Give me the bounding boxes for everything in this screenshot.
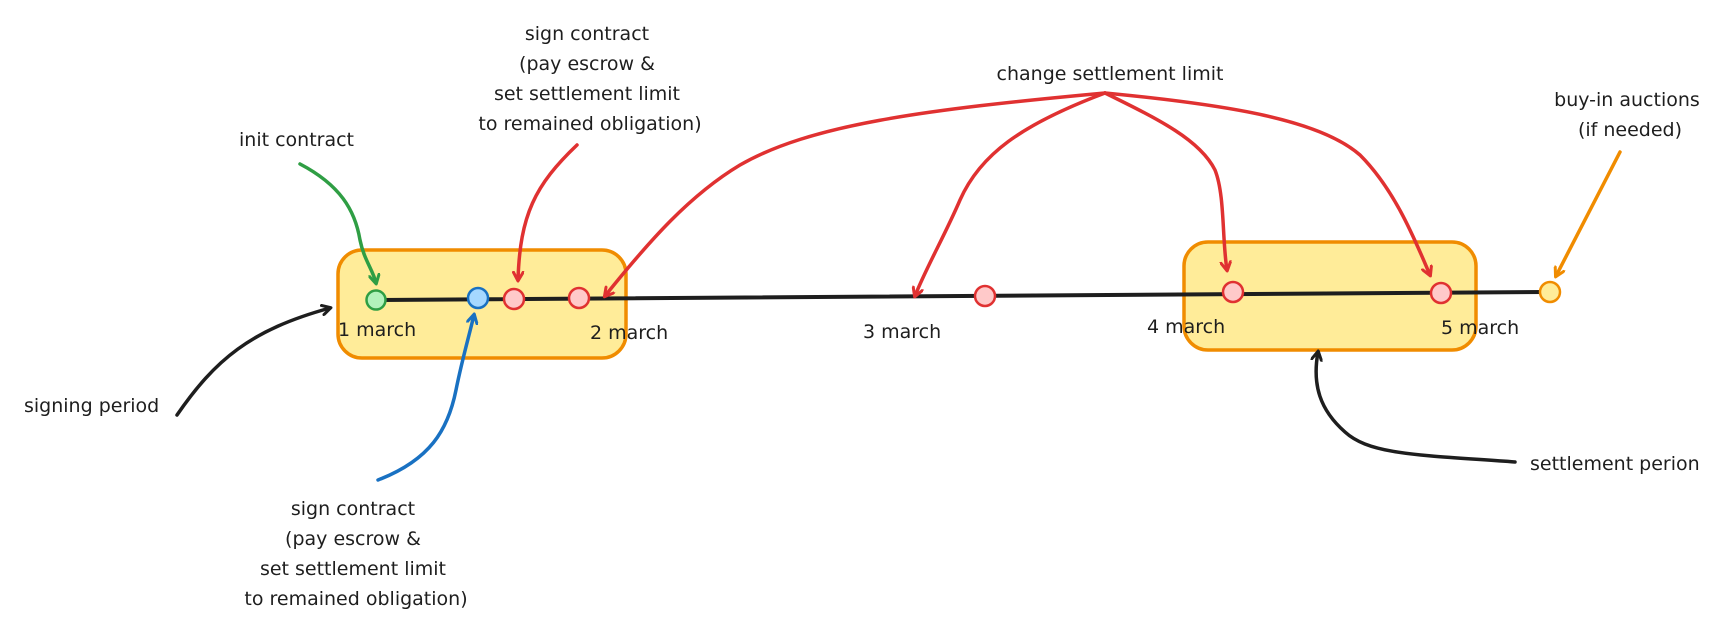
change-settlement-limit-label: change settlement limit [997,63,1224,85]
date-label-1: 1 march [338,319,416,341]
change-limit-marker-1 [567,286,591,310]
init-contract-marker [365,289,387,311]
init-contract-arrow [298,162,376,283]
change-limit-marker-3 [1221,280,1245,304]
buy-in-auction-marker [1538,280,1562,304]
change-arrow-4 [1103,91,1430,275]
sign-contract-bottom-label: sign contract (pay escrow & set settleme… [244,498,467,610]
sign-contract-marker [466,286,490,310]
buy-in-auctions-label: buy-in auctions (if needed) [1554,89,1706,141]
settlement-period-arrow [1316,352,1517,464]
change-limit-marker-4 [1429,281,1453,305]
date-label-5: 5 march [1441,317,1519,339]
date-label-2: 2 march [590,322,668,344]
date-label-4: 4 march [1147,316,1225,338]
init-contract-label: init contract [239,129,354,151]
sign-contract-red-marker [502,287,526,311]
buy-in-auctions-arrow [1556,150,1622,276]
change-arrow-3 [1103,91,1227,270]
change-limit-marker-2 [973,284,997,308]
timeline-line [370,290,1547,302]
date-label-3: 3 march [863,321,941,343]
signing-period-arrow [175,308,330,417]
change-arrow-2 [915,91,1107,296]
sign-contract-top-label: sign contract (pay escrow & set settleme… [478,23,701,135]
sign-contract-bottom-arrow [376,315,474,482]
settlement-period-label: settlement perion [1530,453,1700,475]
signing-period-label: signing period [24,395,159,417]
sign-contract-top-arrow [518,143,579,280]
change-arrow-1 [605,91,1107,296]
